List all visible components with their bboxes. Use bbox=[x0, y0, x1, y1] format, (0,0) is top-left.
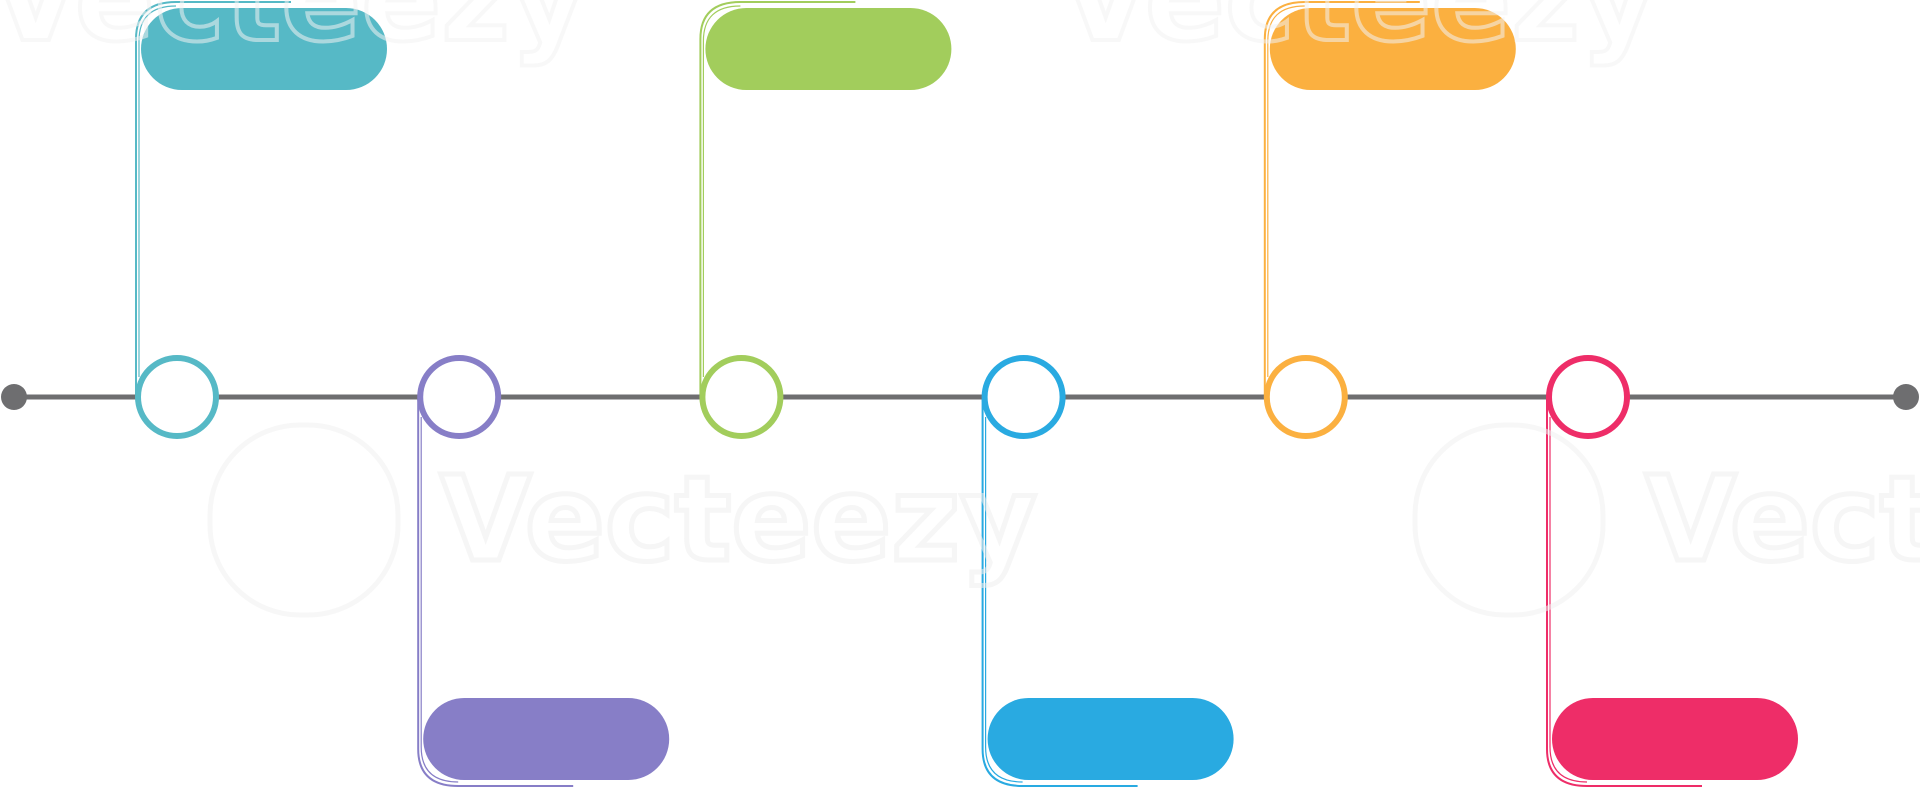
step-3-connector bbox=[699, 1, 856, 397]
step-3-connector-line bbox=[699, 1, 856, 397]
vecteezy-logo-icon bbox=[207, 422, 401, 618]
step-4-label-pill bbox=[987, 698, 1234, 780]
step-2-connector-inner bbox=[420, 417, 459, 783]
watermark-text: Vecteezy bbox=[1645, 450, 1920, 588]
watermark-left: Vecteezy bbox=[207, 422, 1039, 618]
step-6-connector bbox=[1546, 397, 1702, 787]
watermark-right: Vecteezy bbox=[1412, 422, 1920, 618]
step-6-node bbox=[1546, 355, 1630, 439]
step-5-label-pill bbox=[1269, 8, 1516, 90]
step-1-connector-line bbox=[135, 1, 291, 397]
step-5-connector bbox=[1263, 1, 1420, 397]
watermark-text: Vecteezy bbox=[1060, 0, 1657, 68]
step-5-connector-line bbox=[1263, 1, 1420, 397]
step-2-label-pill bbox=[423, 698, 670, 780]
step-4-connector-line bbox=[981, 397, 1138, 787]
step-3-connector-inner bbox=[702, 5, 741, 377]
timeline-start-dot bbox=[1, 384, 27, 410]
watermark: Vecteezy Vecteezy Vecteezy Vecteezy bbox=[0, 0, 1920, 615]
timeline-nodes bbox=[135, 355, 1630, 439]
step-5-node bbox=[1263, 355, 1348, 439]
step-4-connector bbox=[981, 397, 1138, 787]
step-5-connector-inner bbox=[1267, 5, 1305, 377]
step-1-connector bbox=[135, 1, 291, 397]
step-6-label-pill bbox=[1552, 698, 1798, 780]
step-4-node bbox=[981, 355, 1066, 439]
step-1-label-pill bbox=[141, 8, 387, 90]
timeline-end-dot bbox=[1893, 384, 1919, 410]
step-2-connector-line bbox=[417, 397, 574, 787]
step-6-connector-inner bbox=[1549, 417, 1588, 783]
step-1-node bbox=[135, 355, 219, 439]
step-6-connector-line bbox=[1546, 397, 1702, 787]
step-1-connector-inner bbox=[138, 5, 177, 377]
step-3-node bbox=[699, 355, 784, 439]
connectors bbox=[135, 1, 1702, 787]
vecteezy-logo-icon bbox=[1412, 422, 1606, 618]
step-2-node bbox=[417, 355, 502, 439]
watermark-top: Vecteezy Vecteezy bbox=[0, 0, 1659, 70]
step-2-connector bbox=[417, 397, 574, 787]
label-pills bbox=[141, 8, 1798, 780]
step-3-label-pill bbox=[705, 8, 952, 90]
watermark-text: Vecteezy bbox=[0, 0, 587, 68]
watermark-text: Vecteezy bbox=[440, 450, 1037, 588]
step-4-connector-inner bbox=[985, 417, 1023, 783]
